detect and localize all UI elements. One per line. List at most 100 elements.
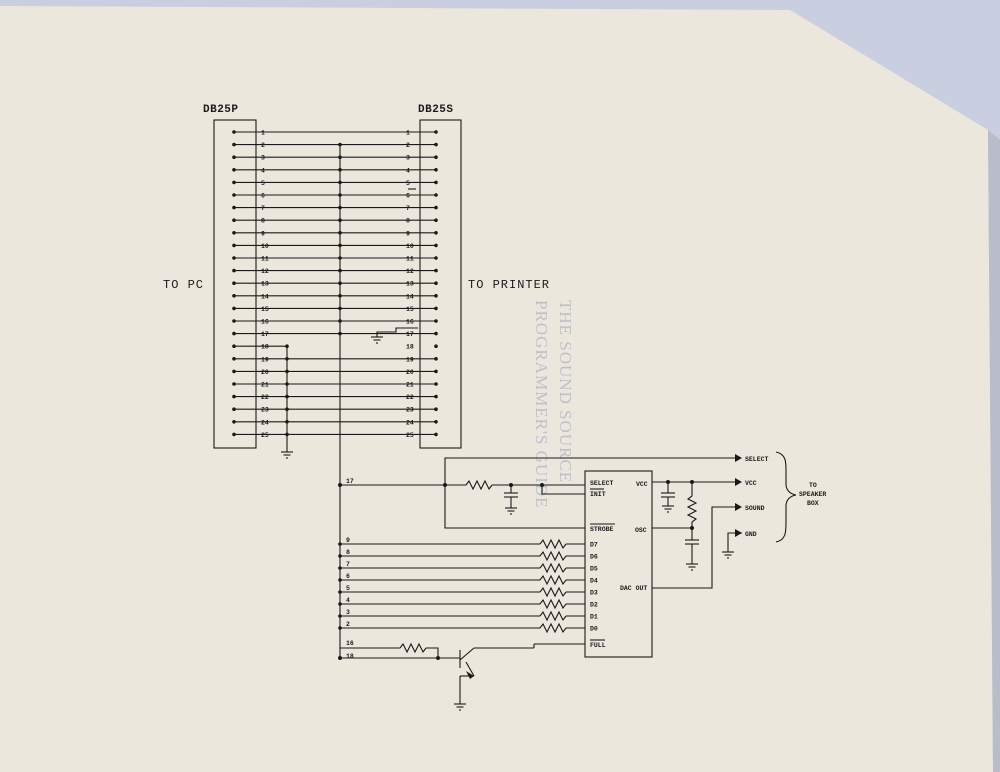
watermark-line-2: PROGRAMMER'S GUIDE [532,300,551,509]
left-pin-number: 1 [261,130,265,137]
data-resistor [539,598,567,610]
db25s-connector [419,119,462,449]
data-tap-pin-number: 5 [346,585,350,592]
output-sound-label: SOUND [745,505,765,512]
paper-shadow [988,130,1000,772]
output-select-label: SELECT [745,456,769,463]
data-tap-pin-number: 7 [346,561,350,568]
left-pin-number: 25 [261,432,269,439]
vcc-capacitor [661,482,675,513]
left-pin-number: 20 [261,369,269,376]
right-pin-number: 2 [406,142,410,149]
data-resistor [539,550,567,562]
data-tap-pin-number: 2 [346,621,350,628]
right-pin-number: 13 [406,281,414,288]
right-pin-number: 5 [406,180,410,187]
right-pin-number: 11 [406,256,414,263]
init-wire [541,485,585,495]
chip-data-pin-label: D1 [590,614,598,621]
pin-rows [232,130,438,437]
ground-symbol-pc [281,451,293,459]
output-vcc-label: VCC [745,480,757,487]
junction-init [540,483,544,487]
left-pin-number: 10 [261,243,269,250]
chip-strobe-label: STROBE [590,526,614,533]
right-pin-number: 6 [406,193,410,200]
data-resistor [539,586,567,598]
left-pin-number: 24 [261,419,269,426]
to-pc-label: TO PC [163,278,204,292]
chip-data-pin-label: D2 [590,602,598,609]
data-resistor [539,538,567,550]
ground-symbol-transistor [454,703,466,711]
left-pin-number: 4 [261,167,265,174]
junction-select [338,483,342,487]
left-pin-number: 15 [261,306,269,313]
sound-output-arrow [735,503,742,511]
data-tap-pin-number: 9 [346,537,350,544]
data-resistor [539,562,567,574]
left-pin-number: 7 [261,205,265,212]
chip-data-pin-label: D0 [590,626,598,633]
right-pin-number: 19 [406,356,414,363]
left-pin-number: 5 [261,180,265,187]
to-printer-label: TO PRINTER [468,278,550,292]
db25p-connector [213,119,257,449]
right-pin-number: 21 [406,382,414,389]
chip-select-label: SELECT [590,480,614,487]
right-pin-dot [434,344,438,349]
ground-symbol-output [722,551,734,559]
right-pin-number: 7 [406,205,410,212]
db25p-label: DB25P [203,104,239,116]
destination-line-1: TO [809,482,817,489]
destination-line-3: BOX [807,500,819,507]
left-pin-number: 11 [261,256,269,263]
left-pin-number: 2 [261,142,265,149]
transistor-emitter-arrow [466,671,474,679]
trunk-junction [338,142,342,147]
right-pin-number: 15 [406,306,414,313]
sound-chip [584,470,653,658]
right-pin-number: 9 [406,230,410,237]
osc-capacitor [685,528,699,571]
right-pin-number: 14 [406,293,414,300]
left-pin-number: 19 [261,356,269,363]
chip-dac-out-label: DAC OUT [620,585,647,592]
chip-data-pin-label: D3 [590,590,598,597]
base-wire [426,647,439,658]
data-resistor [539,622,567,634]
right-pin-number: 10 [406,243,414,250]
paper-sheet [0,6,993,772]
sound-wire [652,506,735,589]
data-tap-pin-number: 6 [346,573,350,580]
tap-pin-16: 16 [346,640,354,647]
chip-osc-label: OSC [635,527,647,534]
data-resistor [539,574,567,586]
base-resistor [399,642,427,654]
output-brace [775,451,797,543]
select-output-arrow [735,454,742,462]
right-pin-number: 24 [406,419,414,426]
left-pin-number: 13 [261,281,269,288]
left-pin-number: 23 [261,407,269,414]
right-pin-number: 22 [406,394,414,401]
watermark-line-1: THE SOUND SOURCE [556,300,575,483]
chip-full-label: FULL [590,642,606,649]
printer-ground-stub [376,327,418,337]
vcc-output-arrow [735,478,742,486]
data-tap-pin-number: 3 [346,609,350,616]
watermark: THE SOUND SOURCE PROGRAMMER'S GUIDE [532,300,575,509]
right-pin-number: 25 [406,432,414,439]
left-pin-number: 3 [261,155,265,162]
left-pin-number: 14 [261,293,269,300]
left-pin-number: 12 [261,268,269,275]
select-output-wire [444,457,735,485]
destination-line-2: SPEAKER [799,491,826,498]
left-pin-number: 16 [261,319,269,326]
right-pin-number: 20 [406,369,414,376]
chip-data-pin-label: D6 [590,554,598,561]
right-pin-number: 8 [406,218,410,225]
